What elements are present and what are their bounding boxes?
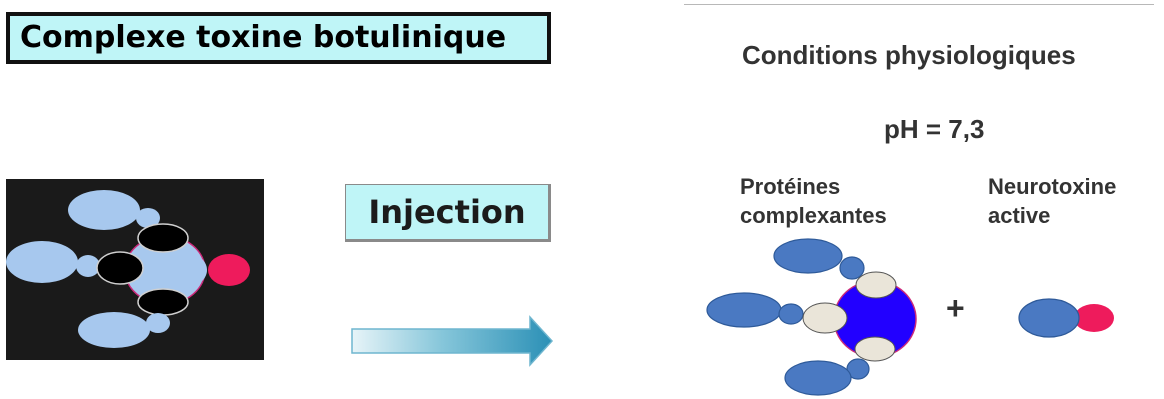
neurotoxin-label: Neurotoxine active	[988, 172, 1116, 230]
proteins-label: Protéines complexantes	[740, 172, 887, 230]
title-inner: Complexe toxine botulinique	[10, 16, 547, 60]
top-beige-ellipse-right	[855, 271, 897, 299]
bottom-black-ellipse-left	[137, 288, 189, 316]
bottom-small-blue-left	[146, 313, 170, 333]
pink-domain-left	[208, 254, 250, 286]
top-black-ellipse-left	[137, 223, 189, 253]
middle-black-ellipse-left	[96, 251, 144, 285]
middle-beige-ellipse-right	[802, 302, 848, 334]
neurotoxin-pink-domain	[1074, 304, 1114, 332]
conditions-label: Conditions physiologiques	[742, 40, 1076, 70]
left-blue-ellipse-right	[706, 292, 782, 328]
top-blue-ellipse-right	[773, 238, 843, 274]
proteins-label-line2: complexantes	[740, 203, 887, 228]
title-box: Complexe toxine botulinique	[6, 12, 551, 64]
injection-label: Injection	[368, 193, 526, 231]
top-small-blue-left	[136, 208, 160, 228]
bottom-blue-ellipse-right	[784, 360, 852, 396]
left-blue-ellipse	[6, 241, 78, 283]
diagram-title: Complexe toxine botulinique	[20, 20, 507, 55]
right-blue-overlay-left	[155, 251, 207, 289]
plus-sign: +	[946, 290, 965, 326]
neurotoxin-label-line1: Neurotoxine	[988, 174, 1117, 199]
dissociated-complex-right	[706, 238, 917, 396]
bottom-beige-ellipse-right	[854, 336, 896, 362]
injection-box: Injection	[345, 184, 551, 242]
neurotoxin-blue-domain	[1018, 298, 1080, 338]
top-divider-line	[684, 4, 1154, 5]
top-blue-ellipse-left	[68, 190, 140, 230]
bottom-blue-ellipse-left	[78, 312, 150, 348]
active-neurotoxin	[1018, 298, 1114, 338]
injection-arrow	[351, 315, 554, 367]
proteins-label-line1: Protéines	[740, 174, 841, 199]
ph-label: pH = 7,3	[884, 114, 985, 144]
neurotoxin-label-line2: active	[988, 203, 1051, 228]
arrow-shape	[351, 315, 554, 367]
left-small-blue	[76, 255, 100, 277]
left-small-blue-right	[778, 303, 804, 325]
toxin-complex-left	[6, 179, 264, 360]
top-small-blue-right	[839, 256, 865, 280]
